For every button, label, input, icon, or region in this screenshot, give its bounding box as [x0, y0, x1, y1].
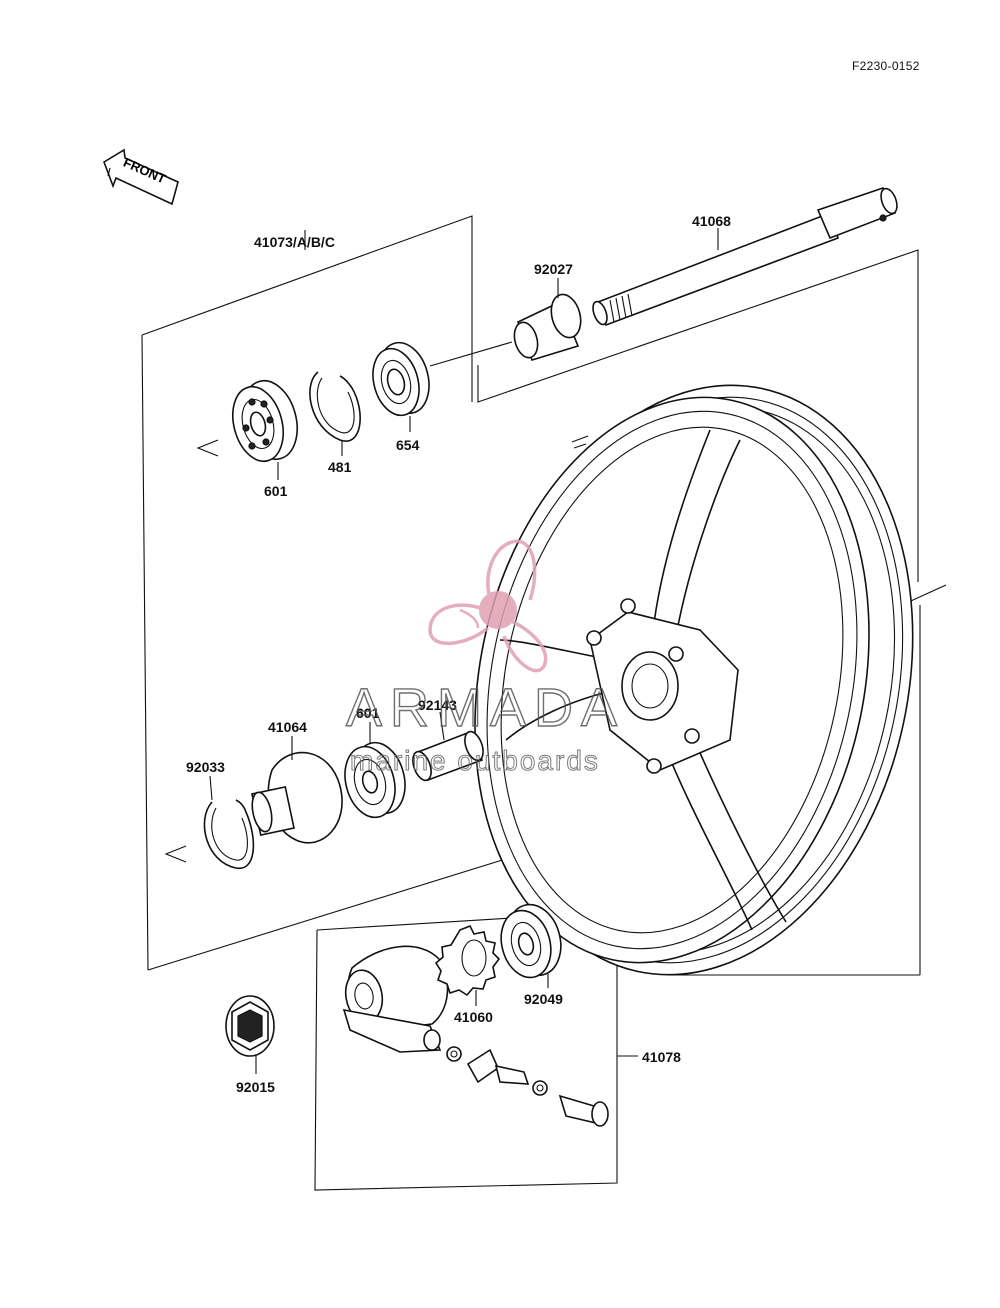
label-41064: 41064 [268, 719, 307, 735]
label-481: 481 [328, 459, 352, 475]
gear-41060 [434, 924, 501, 1006]
circlip-481 [309, 371, 361, 456]
watermark-brand: ARMADA [346, 678, 625, 738]
label-41073: 41073/A/B/C [254, 234, 335, 250]
bearing-601-top [196, 379, 298, 480]
front-arrow-icon: FRONT [103, 148, 179, 206]
watermark: ARMADA marine outboards [345, 539, 625, 777]
diagram-reference: F2230-0152 [852, 59, 920, 73]
axle-shaft [592, 187, 898, 327]
circlip-92033 [164, 775, 255, 869]
label-41078: 41078 [642, 1049, 681, 1065]
propeller-logo-icon [428, 539, 548, 673]
collar-92143 [412, 711, 484, 782]
oil-seal-92049 [500, 903, 562, 988]
label-92033: 92033 [186, 759, 225, 775]
watermark-tagline: marine outboards [350, 745, 600, 776]
label-92027: 92027 [534, 261, 573, 277]
bearing-group-outline [141, 215, 529, 971]
speedo-housing [342, 945, 449, 1053]
oil-seal-654 [372, 341, 430, 432]
wheel-assembly [474, 384, 914, 976]
label-41068: 41068 [692, 213, 731, 229]
label-41060: 41060 [454, 1009, 493, 1025]
label-92143: 92143 [418, 697, 457, 713]
spacer-92027 [429, 278, 582, 367]
label-92015: 92015 [236, 1079, 275, 1095]
label-654: 654 [396, 437, 420, 453]
coupling-41064 [251, 736, 343, 844]
label-92049: 92049 [524, 991, 563, 1007]
axle-nut-92015 [225, 995, 275, 1074]
label-601-top: 601 [264, 483, 288, 499]
speedo-pinion [446, 1046, 609, 1127]
bearing-601-bottom [344, 722, 406, 819]
label-601-bottom: 601 [356, 705, 380, 721]
